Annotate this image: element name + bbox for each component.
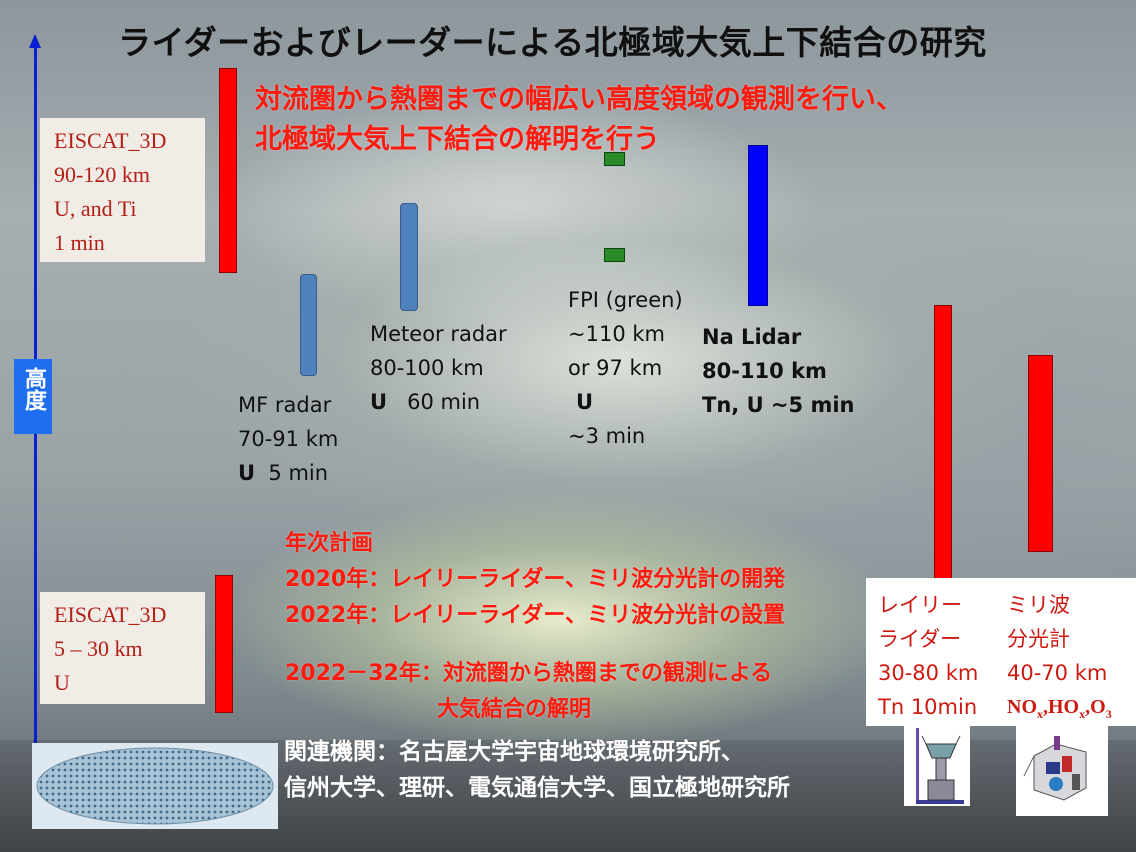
altitude-axis-arrow-icon (29, 34, 41, 48)
mmwave-spectrometer-image (1016, 726, 1108, 816)
species-o3-sub: 3 (1105, 707, 1112, 721)
fpi-name: FPI (green) (568, 288, 683, 312)
mf-radar-bar (300, 274, 317, 376)
annual-plan: 年次計画 2020年：レイリーライダー、ミリ波分光計の開発 2022年：レイリー… (285, 526, 785, 728)
eiscat-upper-bar (219, 68, 237, 273)
eiscat-lower-label: EISCAT_3D 5 – 30 km U (40, 592, 205, 704)
mf-radar-range: 70-91 km (238, 427, 339, 451)
plan-item-2022-32: 2022－32年：対流圏から熱圏までの観測による (285, 661, 773, 686)
na-lidar-bar (748, 145, 768, 306)
meteor-radar-name: Meteor radar (370, 322, 507, 346)
species-ho-sub: x (1079, 707, 1086, 721)
meteor-radar-range: 80-100 km (370, 356, 484, 380)
rayleigh-lidar-label: レイリー ライダー 30-80 km Tn 10min (878, 588, 978, 724)
meteor-radar-resolution: 60 min (407, 390, 481, 414)
na-lidar-params: Tn, U ~5 min (702, 393, 855, 417)
mmwave-label: ミリ波 分光計 40-70 km NOx,HOx,O3 (1007, 588, 1136, 731)
fpi-label: FPI (green) ~110 km or 97 km U ~3 min (568, 283, 683, 453)
rayleigh-name-2: ライダー (878, 627, 962, 651)
meteor-radar-label: Meteor radar 80-100 km U 60 min (370, 317, 507, 419)
na-lidar-label: Na Lidar 80-110 km Tn, U ~5 min (702, 320, 854, 422)
eiscat-array-image (32, 743, 278, 829)
rayleigh-params: Tn 10min (878, 695, 978, 719)
fpi-upper-marker (604, 152, 625, 166)
species-o3: O (1090, 696, 1106, 718)
plan-item-2022-32-cont: 大気結合の解明 (437, 697, 592, 722)
affiliations-line-2: 信州大学、理研、電気通信大学、国立極地研究所 (284, 775, 790, 801)
fpi-param: U (576, 390, 594, 414)
eiscat-lower-range: 5 – 30 km (54, 636, 143, 661)
eiscat-upper-resolution: 1 min (54, 230, 105, 255)
plan-item-2020: 2020年：レイリーライダー、ミリ波分光計の開発 (285, 567, 786, 592)
eiscat-upper-range: 90-120 km (54, 162, 150, 187)
subtitle-line-2: 北極域大気上下結合の解明を行う (255, 124, 660, 155)
eiscat-upper-label: EISCAT_3D 90-120 km U, and Ti 1 min (40, 118, 205, 262)
eiscat-lower-bar (215, 575, 233, 713)
slide-title: ライダーおよびレーダーによる北極域大気上下結合の研究 (118, 23, 987, 62)
na-lidar-range: 80-110 km (702, 359, 827, 383)
fpi-param-row: U (568, 385, 683, 419)
species-ho: HO (1048, 696, 1080, 718)
eiscat-upper-name: EISCAT_3D (54, 128, 167, 153)
rayleigh-lidar-image (904, 726, 970, 806)
eiscat-lower-name: EISCAT_3D (54, 602, 167, 627)
altitude-axis-label-text: 高度 (21, 367, 46, 411)
mf-radar-name: MF radar (238, 393, 332, 417)
eiscat-upper-params: U, and Ti (54, 196, 137, 221)
meteor-radar-params: U 60 min (370, 385, 507, 419)
mf-radar-resolution: 5 min (268, 461, 329, 485)
mmwave-spectrometer-bar (1028, 355, 1053, 552)
mmwave-spectrometer-diagram-icon (1023, 736, 1087, 801)
mmwave-name-2: 分光計 (1007, 627, 1070, 651)
mf-radar-param: U (238, 461, 256, 485)
na-lidar-name: Na Lidar (702, 325, 802, 349)
species-no: NO (1007, 696, 1037, 718)
plan-item-2022: 2022年：レイリーライダー、ミリ波分光計の設置 (285, 603, 786, 628)
rayleigh-name-1: レイリー (878, 593, 962, 617)
eiscat-lower-params: U (54, 670, 70, 695)
affiliations: 関連機関：名古屋大学宇宙地球環境研究所、 信州大学、理研、電気通信大学、国立極地… (284, 734, 790, 806)
rayleigh-lidar-telescope-icon (916, 728, 964, 804)
instrument-panel (866, 578, 1136, 726)
rayleigh-range: 30-80 km (878, 661, 979, 685)
plan-spacer (285, 634, 785, 656)
altitude-axis-label: 高度 (14, 359, 52, 434)
rayleigh-lidar-bar (934, 305, 952, 597)
affiliations-line-1: 関連機関：名古屋大学宇宙地球環境研究所、 (284, 739, 744, 765)
mf-radar-params: U 5 min (238, 456, 338, 490)
fpi-range-lower: or 97 km (568, 356, 663, 380)
mmwave-name-1: ミリ波 (1007, 593, 1070, 617)
fpi-range-upper: ~110 km (568, 322, 665, 346)
mf-radar-label: MF radar 70-91 km U 5 min (238, 388, 338, 490)
meteor-radar-param: U (370, 390, 388, 414)
fpi-lower-marker (604, 248, 625, 262)
plan-heading: 年次計画 (285, 531, 374, 556)
fpi-resolution: ~3 min (568, 424, 646, 448)
meteor-radar-bar (400, 203, 418, 311)
subtitle: 対流圏から熱圏までの幅広い高度領域の観測を行い、 北極域大気上下結合の解明を行う (255, 80, 903, 160)
subtitle-line-1: 対流圏から熱圏までの幅広い高度領域の観測を行い、 (255, 84, 903, 115)
species-no-sub: x (1037, 707, 1043, 721)
eiscat-antenna-array-icon (36, 747, 274, 825)
mmwave-species: NOx,HOx,O3 (1007, 696, 1112, 721)
mmwave-range: 40-70 km (1007, 661, 1108, 685)
